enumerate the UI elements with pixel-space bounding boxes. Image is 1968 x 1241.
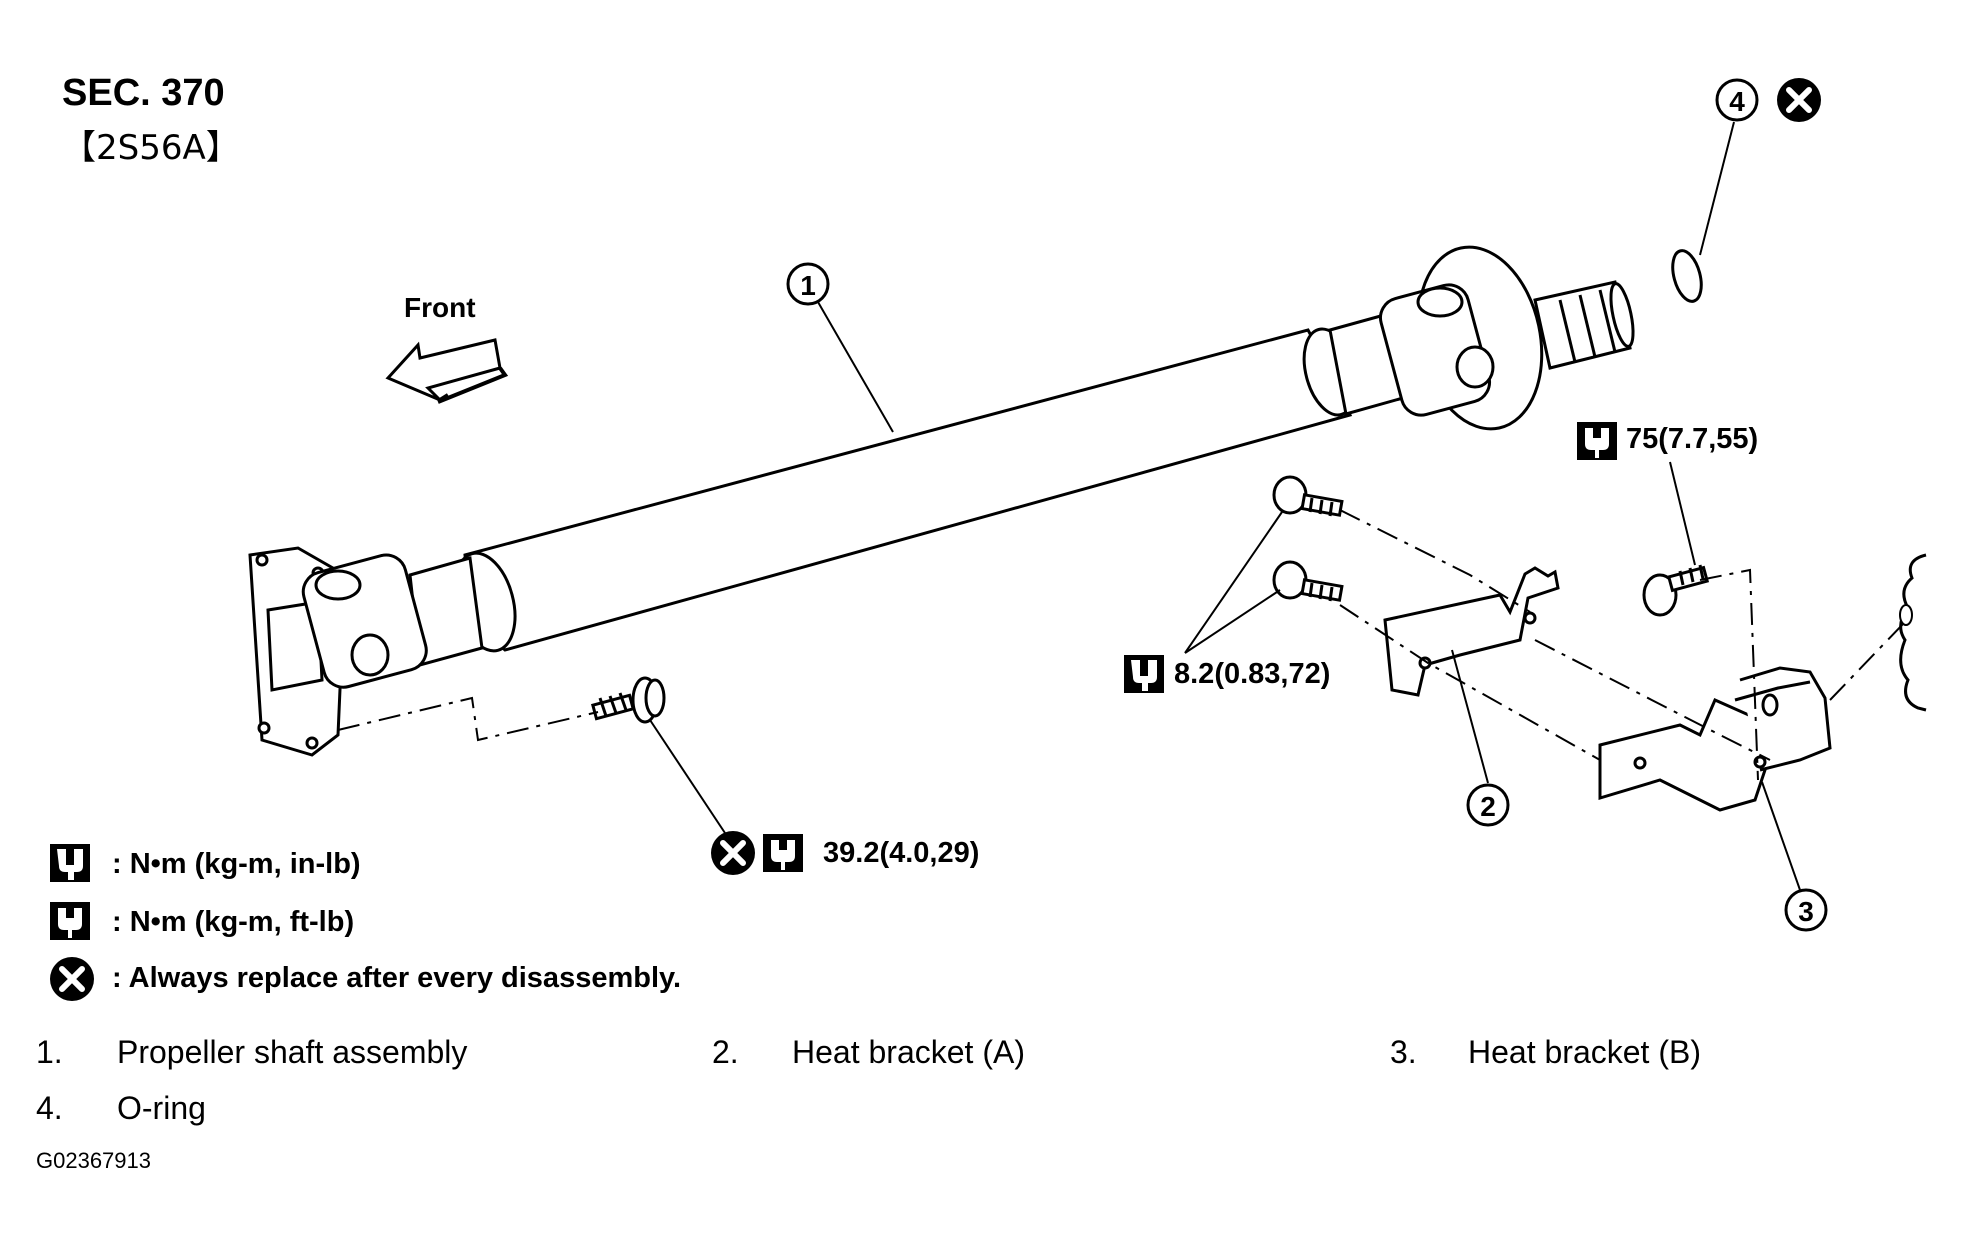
legend-ft-lb: : N•m (kg-m, ft-lb) xyxy=(112,906,355,938)
torque-wrench-filled-icon xyxy=(1124,655,1164,693)
torque-brackets-label: 8.2(0.83,72) xyxy=(1174,658,1331,690)
callout-3: 3 xyxy=(1784,888,1828,932)
body-panel-edge xyxy=(1899,553,1927,712)
front-bolt xyxy=(590,676,666,724)
front-arrow-icon xyxy=(385,338,509,404)
replace-x-icon xyxy=(50,957,94,1001)
bracket-bolt-rear xyxy=(1642,564,1710,617)
front-label: Front xyxy=(404,292,476,323)
part-name: Propeller shaft assembly xyxy=(117,1034,468,1070)
leader-lines xyxy=(649,121,1801,891)
bracket-bolt-upper xyxy=(1272,475,1344,517)
legend-replace: : Always replace after every disassembly… xyxy=(112,962,682,994)
bracket-bolt-lower xyxy=(1272,560,1344,602)
assembly-dashed-lines xyxy=(337,509,1906,781)
torque-front-label: 39.2(4.0,29) xyxy=(823,837,980,869)
svg-text:2: 2 xyxy=(1480,791,1496,822)
torque-wrench-outline-icon xyxy=(763,834,803,872)
callout-1: 1 xyxy=(786,262,830,306)
part-number: 1. xyxy=(36,1034,63,1070)
callout-4: 4 xyxy=(1715,78,1759,122)
front-universal-joint xyxy=(248,546,428,757)
svg-text:4: 4 xyxy=(1729,86,1745,117)
heat-bracket-a xyxy=(1383,566,1560,697)
replace-x-icon xyxy=(1777,78,1821,122)
part-name: Heat bracket (A) xyxy=(792,1034,1025,1070)
replace-x-icon xyxy=(711,831,755,875)
svg-text:1: 1 xyxy=(800,270,816,301)
torque-rear-label: 75(7.7,55) xyxy=(1626,423,1759,455)
rear-universal-joint xyxy=(1378,245,1635,431)
torque-wrench-outline-icon xyxy=(50,902,90,940)
heat-bracket-b xyxy=(1598,666,1832,812)
legend-in-lb: : N•m (kg-m, in-lb) xyxy=(112,848,361,880)
o-ring xyxy=(1671,249,1703,303)
part-number: 3. xyxy=(1390,1034,1417,1070)
figure-id: G02367913 xyxy=(36,1148,151,1173)
section-number: SEC. 370 xyxy=(62,72,225,114)
part-name: O-ring xyxy=(117,1090,206,1126)
part-number: 2. xyxy=(712,1034,739,1070)
torque-wrench-outline-icon xyxy=(1577,422,1617,460)
model-code: 【2S56A】 xyxy=(62,128,240,168)
callout-2: 2 xyxy=(1466,783,1510,827)
torque-wrench-filled-icon xyxy=(50,844,90,882)
svg-text:3: 3 xyxy=(1798,896,1814,927)
part-number: 4. xyxy=(36,1090,63,1126)
propeller-shaft xyxy=(408,310,1412,667)
part-name: Heat bracket (B) xyxy=(1468,1034,1701,1070)
